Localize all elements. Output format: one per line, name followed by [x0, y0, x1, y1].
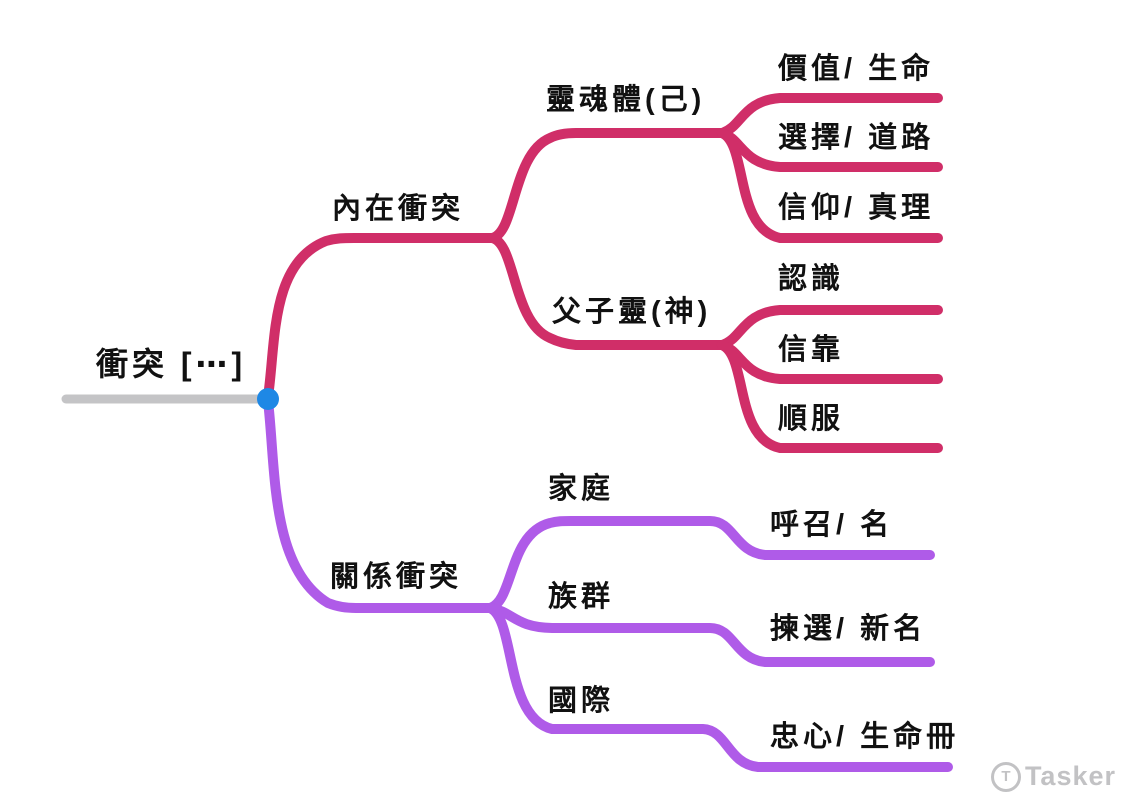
- node-choice-path[interactable]: 選擇/ 道路: [778, 122, 935, 154]
- node-value-life[interactable]: 價值/ 生命: [778, 53, 935, 85]
- node-ethnic-group[interactable]: 族群: [548, 581, 615, 613]
- node-international[interactable]: 國際: [548, 685, 615, 717]
- leaf-line-obey: [717, 340, 943, 453]
- node-trust[interactable]: 信靠: [778, 334, 845, 366]
- branch-family-calling: [485, 516, 935, 613]
- node-relational-conflict[interactable]: 關係衝突: [330, 561, 463, 593]
- leaf-line-faith-truth: [717, 128, 943, 243]
- tasker-watermark: T Tasker: [990, 761, 1116, 792]
- tasker-logo-icon: T: [990, 761, 1021, 792]
- node-faith-truth[interactable]: 信仰/ 真理: [778, 192, 935, 224]
- node-family[interactable]: 家庭: [548, 473, 615, 505]
- branch-ethnic-chosen: [485, 603, 935, 667]
- node-calling-name[interactable]: 呼召/ 名: [770, 509, 894, 541]
- branch-international-faithful: [485, 603, 953, 772]
- node-know[interactable]: 認識: [778, 263, 845, 295]
- node-father-son-spirit[interactable]: 父子靈(神): [552, 296, 712, 328]
- branch-father-son-spirit: [487, 233, 727, 350]
- root-node-dot[interactable]: [257, 388, 279, 410]
- node-faithful-book-of-life[interactable]: 忠心/ 生命冊: [770, 721, 960, 753]
- node-internal-conflict[interactable]: 內在衝突: [332, 193, 465, 225]
- tasker-brand-text: Tasker: [1024, 761, 1116, 791]
- branch-internal-conflict: [263, 233, 497, 402]
- node-spirit-soul-body[interactable]: 靈魂體(己): [546, 84, 706, 116]
- node-root[interactable]: 衝突 [⋯]: [96, 346, 247, 382]
- branch-relational-conflict: [263, 396, 495, 613]
- branch-spirit-soul-body: [487, 128, 727, 243]
- node-chosen-new-name[interactable]: 揀選/ 新名: [770, 613, 927, 645]
- node-obey[interactable]: 順服: [778, 403, 845, 435]
